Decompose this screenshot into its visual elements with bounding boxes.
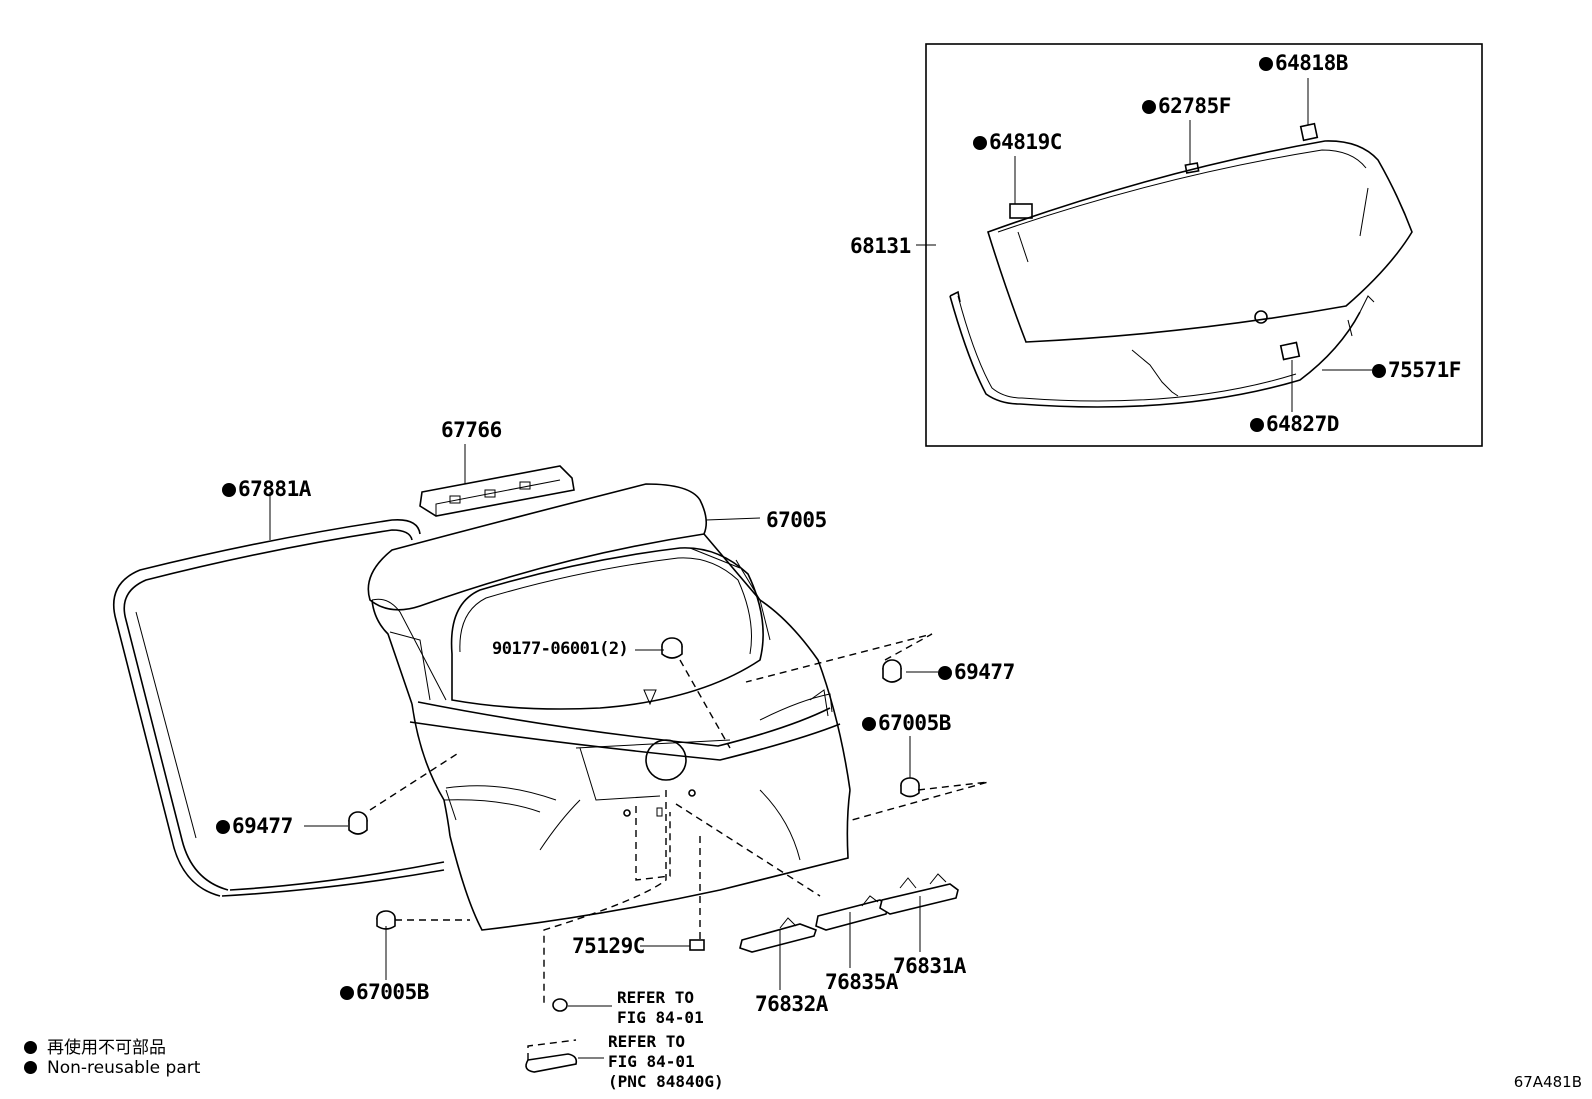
defogger-wire — [1131, 349, 1179, 397]
part-label-68131: 68131 — [850, 234, 911, 258]
part-label-64819C: 64819C — [973, 132, 1062, 153]
back-door-panel — [367, 483, 851, 931]
plug-75129C — [689, 939, 705, 951]
part-label-62785F: 62785F — [1142, 96, 1231, 117]
glass-moulding — [949, 290, 1375, 408]
legend-en: Non-reusable part — [24, 1058, 200, 1078]
legend-jp: 再使用不可部品 — [24, 1033, 166, 1058]
non-reusable-dot-icon — [24, 1041, 37, 1054]
dashed-connectors — [369, 633, 989, 1060]
part-label-76832A: 76832A — [755, 992, 828, 1016]
part-label-75129C: 75129C — [572, 934, 645, 958]
part-label-67005B-right: 67005B — [862, 713, 951, 734]
part-label-76831A: 76831A — [893, 954, 966, 978]
non-reusable-dot-icon — [938, 666, 952, 680]
part-label-67881A: 67881A — [222, 479, 311, 500]
bumper-69477-upper — [882, 659, 902, 683]
non-reusable-dot-icon — [1372, 364, 1386, 378]
part-label-64827D: 64827D — [1250, 414, 1339, 435]
back-window-glass — [987, 140, 1413, 343]
part-label-90177-06001: 90177-06001(2) — [492, 639, 629, 659]
part-label-64818B: 64818B — [1259, 53, 1348, 74]
part-label-67766: 67766 — [441, 418, 502, 442]
part-label-75571F: 75571F — [1372, 360, 1461, 381]
non-reusable-dot-icon — [973, 136, 987, 150]
cushion-67005B-right — [900, 777, 920, 798]
non-reusable-dot-icon — [216, 820, 230, 834]
non-reusable-dot-icon — [1259, 57, 1273, 71]
lock-grommet — [552, 998, 568, 1012]
part-label-69477-right: 69477 — [938, 662, 1015, 683]
leader-lines — [269, 444, 938, 1059]
handle-bracket-76831A — [879, 873, 959, 915]
door-weatherstrip — [112, 518, 445, 897]
handle-bracket-76835A — [815, 895, 889, 931]
handle-bracket-76832A — [739, 917, 818, 953]
part-label-67005B-left: 67005B — [340, 982, 429, 1003]
opener-switch — [525, 1053, 578, 1073]
back-door-spoiler — [419, 465, 575, 517]
reference-note-1: REFER TO FIG 84-01 — [617, 988, 704, 1027]
part-label-76835A: 76835A — [825, 970, 898, 994]
part-label-67005: 67005 — [766, 508, 827, 532]
non-reusable-dot-icon — [222, 483, 236, 497]
non-reusable-dot-icon — [1142, 100, 1156, 114]
stopper-pads — [1009, 122, 1319, 361]
nut-90177 — [661, 637, 683, 659]
reference-note-2: REFER TO FIG 84-01 (PNC 84840G) — [608, 1032, 724, 1091]
bumper-69477-lower — [348, 811, 368, 835]
non-reusable-dot-icon — [862, 717, 876, 731]
cushion-67005B-left — [376, 910, 396, 930]
non-reusable-dot-icon — [340, 986, 354, 1000]
non-reusable-dot-icon — [1250, 418, 1264, 432]
figure-code: 67A481B — [1513, 1073, 1582, 1091]
non-reusable-dot-icon — [24, 1061, 37, 1074]
part-label-69477-left: 69477 — [216, 816, 293, 837]
